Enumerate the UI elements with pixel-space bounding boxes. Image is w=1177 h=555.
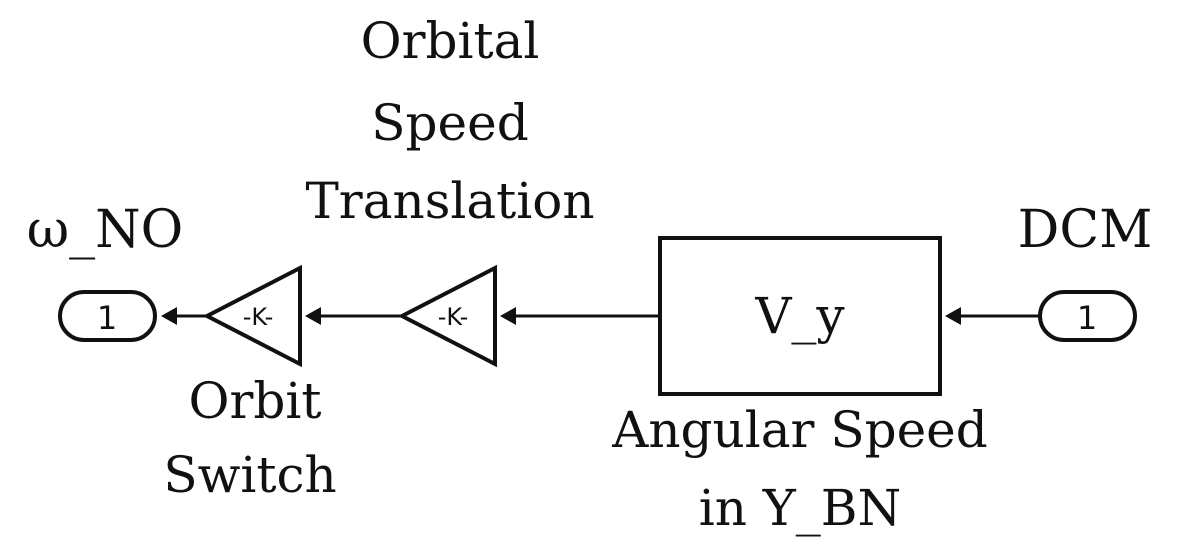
signal-line-translation-to-switch	[305, 307, 402, 325]
input-port-number: 1	[1077, 299, 1097, 337]
subsystem-caption-line-2: in Y_BN	[699, 479, 902, 537]
gain-block-orbital-speed-translation[interactable]: -K-	[397, 264, 497, 368]
signal-line-switch-to-output	[161, 307, 207, 325]
subsystem-caption-line-1: Angular Speed	[611, 401, 988, 459]
gain-orbit-switch-text: -K-	[243, 303, 274, 331]
signal-line-subsystem-to-translation	[500, 307, 660, 325]
output-port-number: 1	[97, 299, 117, 337]
subsystem-text: V_y	[754, 287, 845, 345]
translation-caption-line-1: Orbital	[361, 12, 540, 70]
signal-line-input-to-subsystem	[945, 307, 1040, 325]
translation-caption-line-2: Speed	[371, 94, 528, 152]
gain-translation-text: -K-	[438, 303, 469, 331]
output-port-label: ω_NO	[27, 200, 184, 260]
output-port-omega-no[interactable]: 1	[58, 290, 157, 342]
input-port-label: DCM	[1018, 200, 1153, 260]
subsystem-block-v-y[interactable]: V_y	[658, 236, 942, 396]
gain-block-orbit-switch[interactable]: -K-	[202, 264, 302, 368]
orbit-switch-caption-line-1: Orbit	[189, 372, 322, 430]
input-port-dcm[interactable]: 1	[1038, 290, 1137, 342]
orbit-switch-caption-line-2: Switch	[163, 446, 336, 504]
translation-caption-line-3: Translation	[305, 172, 594, 230]
